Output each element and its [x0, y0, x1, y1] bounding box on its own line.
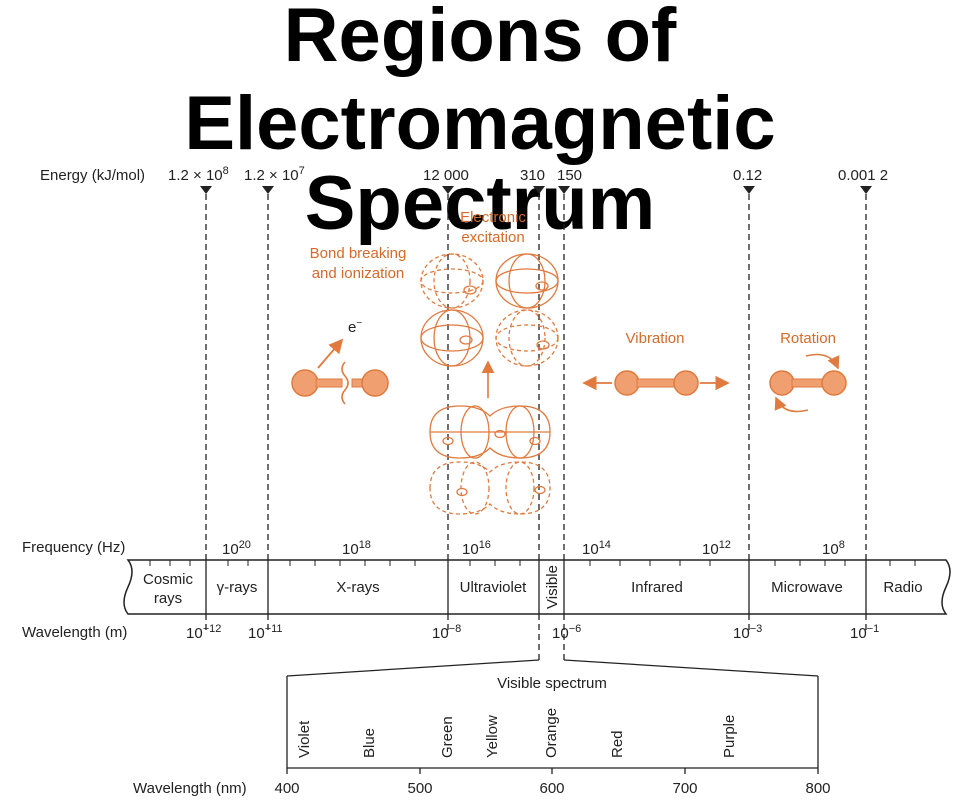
visible-color-labels: Violet Blue Green Yellow Orange Red Purp…	[296, 708, 738, 758]
energy-marker-1	[200, 186, 212, 194]
region-gamma-rays: γ-rays	[217, 579, 258, 596]
svg-text:1.2 × 108: 1.2 × 108	[168, 165, 229, 184]
svg-text:1.2 × 107: 1.2 × 107	[244, 165, 305, 184]
bond-breaking-label-line-2: and ionization	[312, 265, 405, 282]
electronic-excitation-label-line-2: excitation	[461, 229, 524, 246]
wavelength-nm-tick-800: 800	[805, 780, 830, 797]
orbital-lobes-icon	[420, 253, 559, 515]
ionization-molecule-icon: e−	[291, 318, 389, 405]
energy-tick-2-mantissa: 1.2 × 10	[244, 167, 299, 184]
wavelength-nm-tick-400: 400	[274, 780, 299, 797]
energy-markers	[200, 186, 872, 194]
wavelength-nm-tick-600: 600	[539, 780, 564, 797]
energy-tick-2-exp: 7	[299, 165, 305, 177]
region-x-rays: X-rays	[336, 579, 379, 596]
visible-color-purple: Purple	[721, 715, 738, 758]
energy-tick-1: 1.2 × 108	[168, 165, 229, 184]
rotation-label: Rotation	[780, 330, 836, 347]
rotation-molecule-icon	[769, 353, 847, 413]
frequency-tick-2: 1018	[342, 539, 371, 558]
region-visible: Visible	[544, 565, 561, 609]
energy-tick-7: 0.001 2	[838, 167, 888, 184]
frequency-axis-label: Frequency (Hz)	[22, 539, 125, 556]
wavelength-nm-axis-label: Wavelength (nm)	[133, 780, 247, 797]
vibration-label: Vibration	[626, 330, 685, 347]
vibration-molecule-icon	[582, 370, 730, 396]
region-cosmic-rays-line-1: Cosmic	[143, 571, 194, 588]
region-radio: Radio	[883, 579, 922, 596]
wavelength-m-tick-5: 10−3	[733, 623, 762, 642]
energy-tick-2: 1.2 × 107	[244, 165, 305, 184]
region-infrared: Infrared	[631, 579, 683, 596]
visible-color-green: Green	[439, 716, 456, 758]
energy-marker-7	[860, 186, 872, 194]
energy-tick-1-mantissa: 1.2 × 10	[168, 167, 223, 184]
electron-sup: −	[356, 318, 362, 329]
region-ultraviolet: Ultraviolet	[460, 579, 528, 596]
wavelength-m-tick-2: 10−11	[248, 623, 283, 642]
energy-tick-1-exp: 8	[223, 165, 229, 177]
wavelength-m-tick-3: 10−8	[432, 623, 461, 642]
visible-color-red: Red	[609, 730, 626, 758]
boundary-lines	[205, 194, 867, 660]
energy-tick-5: 150	[557, 167, 582, 184]
region-microwave: Microwave	[771, 579, 843, 596]
wavelength-m-tick-1: 10−12	[186, 623, 221, 642]
wavelength-m-tick-4: 10−6	[552, 623, 581, 642]
frequency-tick-1: 1020	[222, 539, 251, 558]
visible-color-orange: Orange	[543, 708, 560, 758]
spectrum-band	[123, 559, 951, 615]
visible-zoom-bracket	[286, 659, 819, 774]
energy-marker-4	[533, 186, 545, 194]
energy-marker-5	[558, 186, 570, 194]
bond-breaking-label-line-1: Bond breaking	[310, 245, 407, 262]
svg-text:e−: e−	[348, 318, 362, 336]
frequency-tick-4: 1014	[582, 539, 611, 558]
energy-marker-6	[743, 186, 755, 194]
energy-axis-label: Energy (kJ/mol)	[40, 167, 145, 184]
visible-spectrum-title: Visible spectrum	[497, 675, 607, 692]
page-title-line-1: Regions of	[283, 0, 677, 78]
energy-marker-3	[442, 186, 454, 194]
frequency-tick-5: 1012	[702, 539, 731, 558]
page-title-line-2: Electromagnetic Spectrum	[184, 81, 776, 246]
frequency-tick-6: 108	[822, 539, 845, 558]
region-cosmic-rays-line-2: rays	[154, 590, 182, 607]
wavelength-m-axis-label: Wavelength (m)	[22, 624, 127, 641]
visible-color-violet: Violet	[296, 720, 313, 758]
wavelength-nm-tick-500: 500	[407, 780, 432, 797]
wavelength-m-tick-6: 10−1	[850, 623, 879, 642]
energy-tick-6: 0.12	[733, 167, 762, 184]
visible-color-blue: Blue	[361, 728, 378, 758]
visible-color-yellow: Yellow	[484, 715, 501, 758]
electronic-excitation-label-line-1: Electronic	[460, 209, 526, 226]
energy-tick-4: 310	[520, 167, 545, 184]
energy-marker-2	[262, 186, 274, 194]
frequency-tick-3: 1016	[462, 539, 491, 558]
electron-label: e	[348, 319, 356, 336]
energy-tick-3: 12 000	[423, 167, 469, 184]
wavelength-nm-tick-700: 700	[672, 780, 697, 797]
